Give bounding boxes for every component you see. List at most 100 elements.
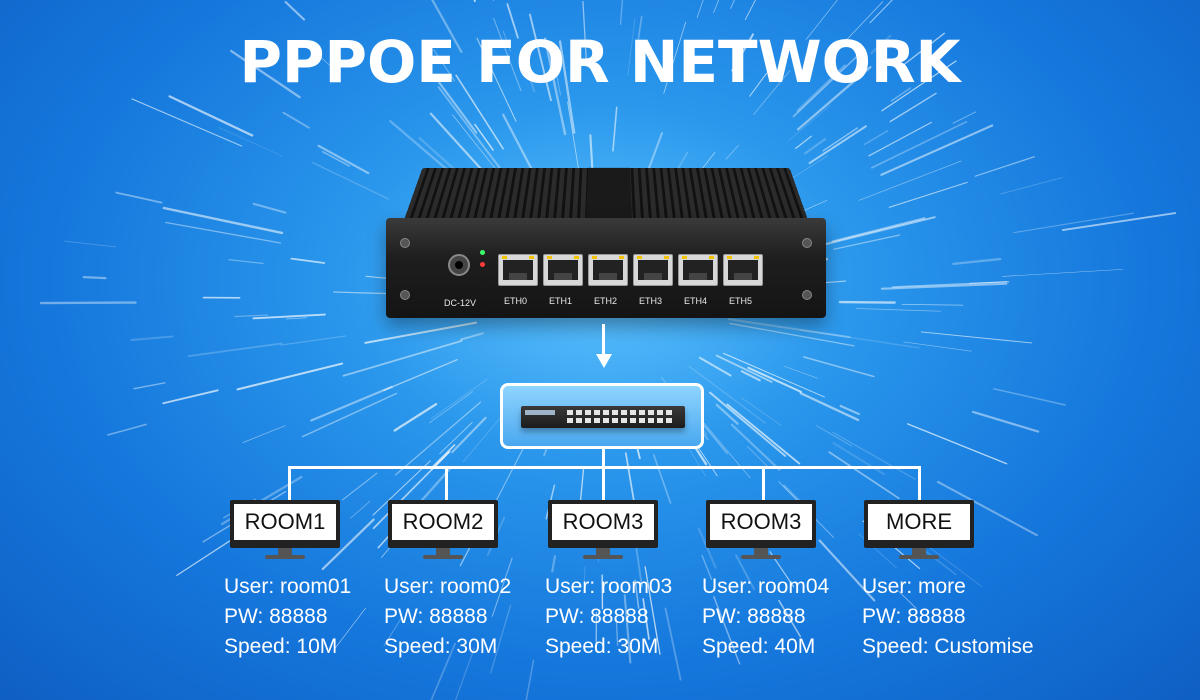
light-streak [993, 388, 1066, 406]
light-streak [1000, 177, 1063, 195]
ethernet-port-icon [498, 254, 538, 286]
ethernet-port-label: ETH3 [639, 296, 663, 306]
screw-icon [400, 238, 410, 248]
light-streak [489, 604, 512, 674]
light-streak [788, 104, 831, 141]
light-streak [971, 410, 1040, 433]
room-password: PW: 88888 [862, 605, 966, 628]
light-streak [730, 0, 735, 9]
light-streak [437, 86, 503, 172]
light-streak [285, 317, 308, 320]
light-streak [969, 281, 1008, 284]
light-streak [663, 21, 687, 94]
light-streak [494, 447, 524, 504]
switch-port-icon [585, 418, 591, 423]
light-streak [372, 450, 451, 530]
light-streak [740, 370, 761, 382]
light-streak [870, 120, 968, 169]
light-streak [730, 423, 781, 471]
light-streak [551, 555, 557, 573]
port-led-icon [637, 256, 642, 259]
light-streak [697, 527, 717, 569]
port-led-icon [619, 256, 624, 259]
light-streak [832, 431, 916, 480]
light-streak [808, 125, 867, 165]
switch-port-icon [657, 418, 663, 423]
switch-port-icon [603, 418, 609, 423]
light-streak [725, 144, 739, 160]
light-streak [799, 392, 860, 422]
switch-port-icon [639, 410, 645, 415]
drop-line [445, 468, 448, 502]
light-streak [334, 607, 366, 650]
ethernet-port-label: ETH5 [729, 296, 753, 306]
light-streak [301, 392, 398, 438]
monitor-base [423, 555, 463, 559]
room-user: User: room04 [702, 575, 830, 598]
light-streak [383, 617, 402, 647]
light-streak [796, 65, 872, 131]
light-streak [744, 0, 756, 21]
light-streak [698, 356, 732, 377]
port-led-icon [709, 256, 714, 259]
switch-brand-badge [525, 410, 555, 415]
port-led-icon [547, 256, 552, 259]
light-streak [792, 52, 862, 118]
light-streak [579, 466, 585, 504]
light-streak [242, 425, 286, 444]
power-label: DC-12V [444, 298, 477, 308]
switch-port-icon [666, 410, 672, 415]
light-streak [652, 454, 672, 504]
switch-port-icon [648, 410, 654, 415]
light-streak [491, 557, 513, 617]
ethernet-port-label: ETH4 [684, 296, 708, 306]
monitor-screen: MORE [864, 500, 974, 548]
light-streak [525, 659, 535, 700]
room-password: PW: 88888 [702, 605, 806, 628]
light-streak [898, 590, 917, 609]
light-streak [863, 130, 889, 146]
light-streak [589, 134, 594, 174]
room-password: PW: 88888 [384, 605, 488, 628]
light-streak [735, 554, 755, 590]
light-streak [727, 318, 851, 339]
light-streak [82, 275, 107, 280]
light-streak [832, 442, 886, 476]
port-led-icon [529, 256, 534, 259]
monitor-stand [912, 548, 926, 555]
light-streak [709, 391, 787, 457]
light-streak [726, 403, 801, 465]
room-speed: Speed: 30M [384, 635, 498, 658]
drop-line [918, 468, 921, 502]
room-name: ROOM2 [402, 509, 484, 534]
light-streak [747, 366, 802, 393]
room-monitor-icon: ROOM1 [230, 500, 340, 559]
port-led-icon [574, 256, 579, 259]
light-streak [612, 106, 618, 152]
screw-icon [400, 290, 410, 300]
screw-icon [802, 290, 812, 300]
network-switch-icon [521, 406, 685, 428]
light-streak [828, 451, 900, 500]
light-streak [816, 425, 853, 447]
light-streak [822, 127, 859, 152]
light-streak [974, 156, 1035, 177]
light-streak [431, 444, 456, 469]
light-streak [252, 202, 287, 214]
light-streak [583, 565, 586, 594]
room-monitor-icon: ROOM2 [388, 500, 498, 559]
room-monitor-icon: ROOM3 [706, 500, 816, 559]
light-streak [664, 607, 682, 681]
light-streak [715, 403, 739, 425]
switch-port-icon [666, 418, 672, 423]
light-streak [906, 423, 1008, 465]
light-streak [439, 422, 473, 455]
light-streak [342, 472, 378, 501]
network-switch-box [500, 383, 704, 449]
light-streak [890, 87, 912, 102]
monitor-screen: ROOM3 [548, 500, 658, 548]
